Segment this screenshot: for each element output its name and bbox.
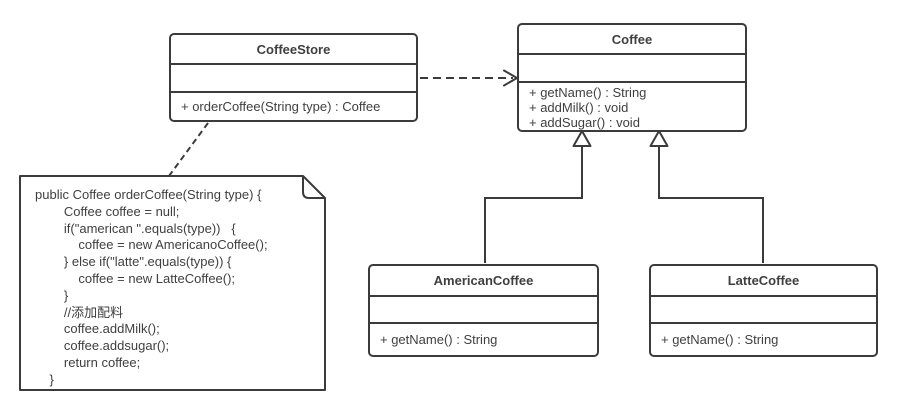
generalization-triangle-american bbox=[572, 130, 592, 147]
class-attributes-section bbox=[519, 55, 745, 83]
class-box-americancoffee: AmericanCoffee + getName() : String bbox=[368, 264, 599, 357]
class-name: AmericanCoffee bbox=[370, 266, 597, 297]
method-item: + addMilk() : void bbox=[529, 100, 629, 115]
method-item: + getName() : String bbox=[380, 332, 498, 347]
note-code-line: if("american ".equals(type)) { bbox=[35, 220, 236, 236]
class-attributes-section bbox=[370, 297, 597, 324]
class-box-coffee: Coffee + getName() : String + addMilk() … bbox=[517, 23, 747, 132]
note-code-line: Coffee coffee = null; bbox=[35, 203, 180, 219]
class-name: CoffeeStore bbox=[171, 35, 416, 65]
note-code-line: return coffee; bbox=[35, 354, 141, 370]
note-anchor-line bbox=[168, 122, 209, 177]
note-code-line: //添加配料 bbox=[35, 304, 124, 320]
method-item: + orderCoffee(String type) : Coffee bbox=[181, 99, 381, 114]
class-box-coffeestore: CoffeeStore + orderCoffee(String type) :… bbox=[169, 33, 418, 122]
method-item: + getName() : String bbox=[661, 332, 779, 347]
note-code-line: coffee = new AmericanoCoffee(); bbox=[35, 237, 268, 253]
class-attributes-section bbox=[651, 297, 876, 324]
note-code-line: } else if("latte".equals(type)) { bbox=[35, 254, 232, 270]
method-item: + addSugar() : void bbox=[529, 115, 640, 130]
note-code-line: public Coffee orderCoffee(String type) { bbox=[35, 187, 262, 202]
class-methods-section: + getName() : String bbox=[651, 324, 876, 355]
method-item: + getName() : String bbox=[529, 85, 647, 100]
note-code-line: } bbox=[35, 371, 54, 387]
generalization-triangle-latte bbox=[649, 130, 669, 147]
note-shape bbox=[19, 175, 326, 391]
class-name: Coffee bbox=[519, 25, 745, 56]
note-code-line: coffee = new LatteCoffee(); bbox=[35, 270, 236, 286]
note-fold-corner bbox=[302, 176, 325, 199]
class-methods-section: + getName() : String bbox=[370, 324, 597, 355]
note-code-line: coffee.addsugar(); bbox=[35, 338, 170, 354]
class-attributes-section bbox=[171, 65, 416, 93]
class-methods-section: + orderCoffee(String type) : Coffee bbox=[171, 93, 416, 120]
class-name: LatteCoffee bbox=[651, 266, 876, 297]
note-code-line: } bbox=[35, 287, 69, 303]
note-code-block: public Coffee orderCoffee(String type) {… bbox=[20, 176, 325, 390]
generalization-line-american bbox=[484, 146, 583, 263]
note-code-line: coffee.addMilk(); bbox=[35, 321, 160, 337]
generalization-line-latte bbox=[658, 146, 764, 263]
class-methods-section: + getName() : String + addMilk() : void … bbox=[519, 83, 745, 130]
class-box-lattecoffee: LatteCoffee + getName() : String bbox=[649, 264, 878, 357]
